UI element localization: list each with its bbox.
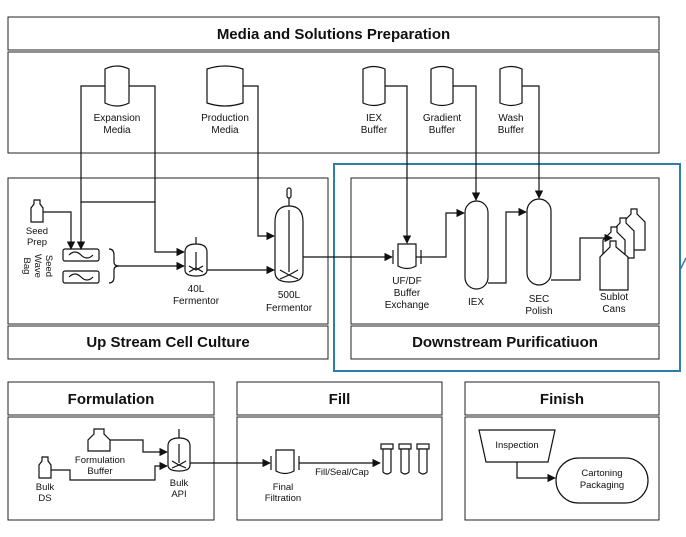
- seed-wave-bag-label-2: Wave: [32, 254, 43, 278]
- seed-wave-bag-label: Seed: [43, 255, 54, 277]
- cartoning-label-2: Packaging: [580, 480, 624, 491]
- fermentor-40l: 40L Fermentor: [173, 237, 220, 307]
- sec-column: SEC Polish: [525, 198, 553, 317]
- iex-column: IEX: [464, 200, 489, 308]
- production-media-tank: Production Media: [201, 65, 249, 136]
- bulk-api-vessel: Bulk API: [167, 429, 191, 500]
- production-media-label-2: Media: [211, 125, 239, 136]
- final-filtration-unit: Final Filtration: [265, 449, 301, 504]
- wash-buffer-label: Wash: [498, 113, 523, 124]
- expansion-media-tank: Expansion Media: [94, 65, 141, 136]
- finish-title: Finish: [540, 391, 584, 408]
- formulation-buffer-label: Formulation: [75, 455, 125, 466]
- fill-header: [236, 381, 443, 416]
- cartoning-node: Cartoning Packaging: [555, 457, 649, 504]
- bulk-ds-label: Bulk: [36, 482, 55, 493]
- ufdf-label-3: Exchange: [385, 300, 430, 311]
- formulation-title: Formulation: [68, 391, 155, 408]
- inspection-label: Inspection: [495, 440, 538, 451]
- gradient-buffer-tank: Gradient Buffer: [423, 65, 462, 136]
- bulk-ds-bottle: Bulk DS: [36, 456, 55, 504]
- seed-prep-bottle: Seed Prep: [26, 199, 48, 248]
- ufdf-label-2: Buffer: [394, 288, 421, 299]
- seed-prep-label: Seed: [26, 226, 48, 237]
- gradient-buffer-label-2: Buffer: [429, 125, 456, 136]
- wash-buffer-tank: Wash Buffer: [498, 65, 525, 136]
- fermentor-500l: 500L Fermentor: [266, 187, 313, 314]
- seed-wave-bag-label-3: Bag: [21, 258, 32, 275]
- iex-buffer-tank: IEX Buffer: [361, 65, 388, 136]
- sec-polish-label-2: Polish: [525, 306, 552, 317]
- fermentor-40l-label-2: Fermentor: [173, 296, 220, 307]
- iex-column-label: IEX: [468, 297, 484, 308]
- flow-connectors: [43, 85, 613, 483]
- seed-wave-bag: Seed Wave Bag: [21, 248, 120, 284]
- fermentor-40l-label: 40L: [188, 284, 205, 295]
- inspection-node: Inspection: [478, 429, 556, 463]
- expansion-media-label: Expansion: [94, 113, 141, 124]
- sublot-cans: Sublot Cans: [599, 208, 646, 315]
- fill-title: Fill: [329, 391, 351, 408]
- sublot-cans-label-2: Cans: [602, 304, 625, 315]
- formulation-header: [7, 381, 215, 416]
- seed-prep-label-2: Prep: [27, 237, 47, 248]
- iex-buffer-label-2: Buffer: [361, 125, 388, 136]
- bulk-ds-label-2: DS: [38, 493, 51, 504]
- fill-seal-cap-label: Fill/Seal/Cap: [315, 467, 369, 478]
- expansion-media-label-2: Media: [103, 125, 131, 136]
- wash-buffer-label-2: Buffer: [498, 125, 525, 136]
- ufdf-label: UF/DF: [392, 276, 421, 287]
- upstream-footer: [7, 325, 329, 360]
- production-media-label: Production: [201, 113, 249, 124]
- formulation-buffer-vessel: Formulation Buffer: [75, 428, 125, 477]
- iex-buffer-label: IEX: [366, 113, 382, 124]
- finish-header: [464, 381, 660, 416]
- sublot-cans-label: Sublot: [600, 292, 629, 303]
- downstream-footer: [350, 325, 660, 360]
- formulation-buffer-label-2: Buffer: [87, 466, 112, 477]
- final-filtration-label-2: Filtration: [265, 493, 301, 504]
- fermentor-500l-label-2: Fermentor: [266, 303, 313, 314]
- bulk-api-label: Bulk: [170, 478, 189, 489]
- gradient-buffer-label: Gradient: [423, 113, 462, 124]
- upstream-title: Up Stream Cell Culture: [86, 334, 249, 351]
- downstream-title: Downstream Purificatiuon: [412, 334, 598, 351]
- downstream-highlight: [333, 163, 681, 372]
- sec-polish-label: SEC: [529, 294, 550, 305]
- fill-vials: [380, 443, 430, 475]
- downstream-section: Downstream Purificatiuon: [333, 163, 686, 372]
- bulk-api-label-2: API: [171, 489, 186, 500]
- ufdf-unit: UF/DF Buffer Exchange: [385, 243, 430, 311]
- final-filtration-label: Final: [273, 482, 294, 493]
- media-title: Media and Solutions Preparation: [217, 26, 450, 43]
- media-header: [7, 16, 660, 51]
- cartoning-label: Cartoning: [581, 468, 622, 479]
- fermentor-500l-label: 500L: [278, 290, 301, 301]
